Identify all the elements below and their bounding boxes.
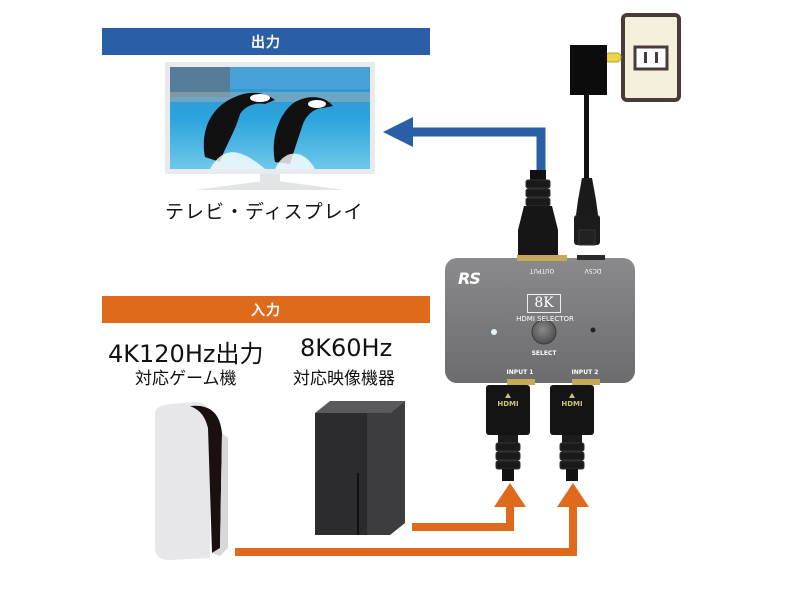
status-led-icon [504,289,510,295]
hdmi-logo-2: HDMI [561,400,583,408]
device2-title: 8K60Hz [300,334,393,362]
black-tower-console-icon [315,401,405,535]
select-button-label: SELECT [531,350,557,357]
device2-subtitle: 対応映像機器 [293,369,395,389]
output-arrow [383,117,546,173]
product-name: HDMI SELECTOR [516,315,574,323]
device1-title: 4K120Hz出力 [108,340,264,368]
input-arrows [235,483,589,556]
white-game-console-icon [155,402,228,560]
hdmi-logo-1: HDMI [497,400,519,408]
tv-display-icon [165,62,375,190]
wall-outlet-icon [621,13,681,102]
hdmi-selector: RS OUTPUT DC5V 8K HDMI SELECTOR SELECT I… [445,255,635,385]
input1-arrow [412,483,526,531]
hdmi-output-plug [518,170,558,263]
hdmi-input2-plug: HDMI [547,385,597,485]
select-button[interactable] [532,320,556,344]
output-banner: 出力 [102,28,430,55]
port-input1-label: INPUT 1 [506,369,534,376]
ac-adapter-icon [570,45,622,180]
8k-badge: 8K [527,294,561,313]
port-output-label: OUTPUT [529,267,555,274]
input2-arrow [235,483,589,556]
power-supply [570,13,681,246]
input-banner-label: 入力 [251,302,281,319]
device1-subtitle: 対応ゲーム機 [135,369,237,389]
port-input2-label: INPUT 2 [571,369,599,376]
brand-logo: RS [458,269,481,288]
output-banner-label: 出力 [251,34,281,51]
hdmi-input1-plug: HDMI [483,385,533,485]
input-banner: 入力 [102,296,430,323]
port-power-label: DC5V [584,267,602,274]
tv-caption: テレビ・ディスプレイ [165,201,364,223]
